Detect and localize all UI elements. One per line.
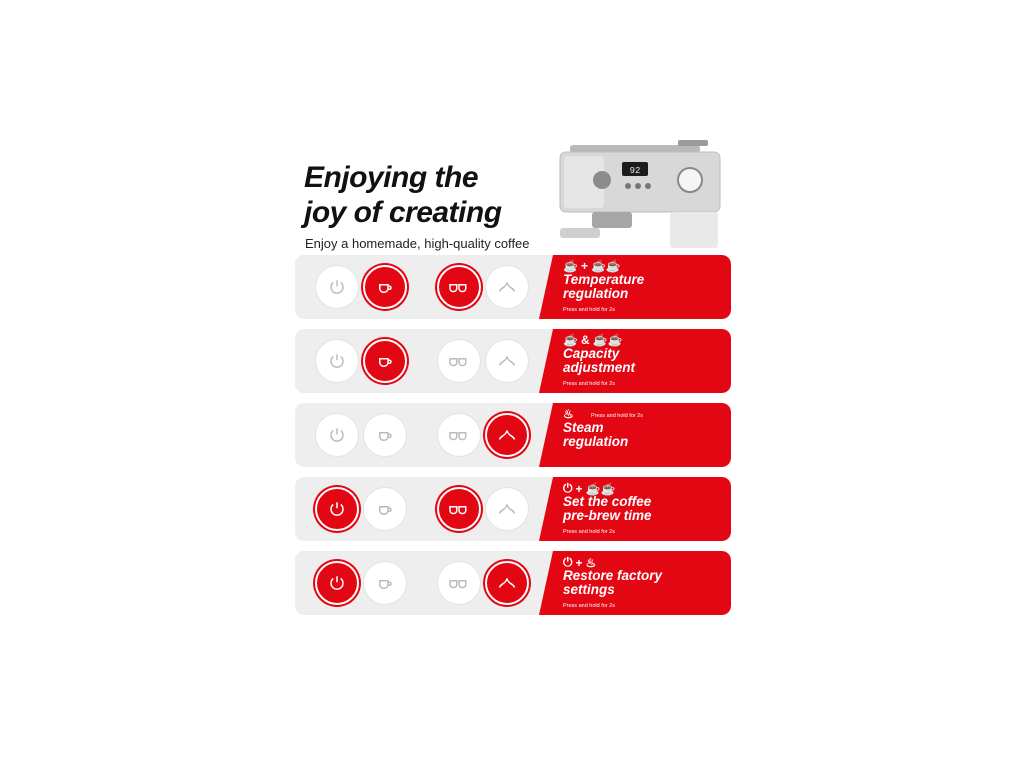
single-cup-icon: ☕ [563, 259, 578, 273]
combo-icons: ☕+☕☕ [563, 259, 621, 273]
machine-display-value: 92 [630, 166, 641, 176]
double-cup-icon [449, 506, 467, 515]
double-cup-icon: ☕☕ [590, 259, 621, 273]
single-cup-icon [379, 506, 392, 515]
steam-button[interactable] [485, 561, 529, 605]
combo-connector: + [580, 259, 588, 273]
headline: Enjoying the joy of creating [304, 160, 502, 230]
single-cup-icon [379, 358, 392, 367]
power-button[interactable] [315, 265, 359, 309]
single-cup-button[interactable] [363, 265, 407, 309]
double-cup-button[interactable] [437, 413, 481, 457]
power-icon [330, 576, 344, 590]
single-cup-button[interactable] [363, 487, 407, 531]
double-cup-button[interactable] [437, 265, 481, 309]
power-button[interactable] [315, 561, 359, 605]
combo-icons: ⏻+♨ [563, 555, 596, 570]
steam-icon: ♨ [563, 407, 574, 421]
steam-icon: ♨ [585, 555, 597, 570]
steam-button[interactable] [485, 339, 529, 383]
power-icon [330, 280, 344, 294]
double-cup-icon [449, 284, 467, 293]
power-icon: ⏻ [563, 555, 573, 569]
power-icon: ⏻ [563, 481, 573, 495]
steam-icon [498, 356, 516, 366]
power-icon [330, 428, 344, 442]
guide-note: Press and hold for 2s [591, 413, 643, 419]
guide-note: Press and hold for 2s [563, 529, 615, 535]
double-cup-icon [449, 358, 467, 367]
combo-icons: ☕&☕☕ [563, 333, 623, 347]
subtitle: Enjoy a homemade, high-quality coffee [305, 236, 530, 251]
double-cup-icon: ☕☕ [592, 333, 623, 347]
combo-icons: ♨ [563, 407, 577, 421]
power-button[interactable] [315, 487, 359, 531]
single-cup-button[interactable] [363, 561, 407, 605]
double-cup-icon: ☕☕ [585, 481, 616, 496]
guide-note: Press and hold for 2s [563, 603, 615, 609]
single-cup-button[interactable] [363, 339, 407, 383]
steam-icon [498, 578, 516, 588]
steam-icon [498, 282, 516, 292]
headline-line-2: joy of creating [304, 196, 502, 229]
espresso-machine-image: 92 [559, 140, 721, 248]
single-cup-icon [379, 284, 392, 293]
single-cup-button[interactable] [363, 413, 407, 457]
steam-button[interactable] [485, 413, 529, 457]
power-button[interactable] [315, 413, 359, 457]
double-cup-button[interactable] [437, 487, 481, 531]
power-icon [330, 354, 344, 368]
single-cup-icon [379, 580, 392, 589]
guide-note: Press and hold for 2s [563, 381, 615, 387]
combo-connector: + [575, 555, 583, 570]
power-icon [330, 502, 344, 516]
combo-icons: ⏻+☕☕ [563, 481, 615, 496]
single-cup-icon [379, 432, 392, 441]
single-cup-icon: ☕ [563, 333, 578, 347]
steam-icon [498, 504, 516, 514]
power-button[interactable] [315, 339, 359, 383]
double-cup-button[interactable] [437, 561, 481, 605]
headline-line-1: Enjoying the [304, 161, 479, 194]
double-cup-button[interactable] [437, 339, 481, 383]
steam-button[interactable] [485, 487, 529, 531]
double-cup-icon [449, 432, 467, 441]
combo-connector: + [575, 481, 583, 496]
steam-icon [498, 430, 516, 440]
guide-note: Press and hold for 2s [563, 307, 615, 313]
double-cup-icon [449, 580, 467, 589]
steam-button[interactable] [485, 265, 529, 309]
combo-connector: & [580, 333, 590, 347]
